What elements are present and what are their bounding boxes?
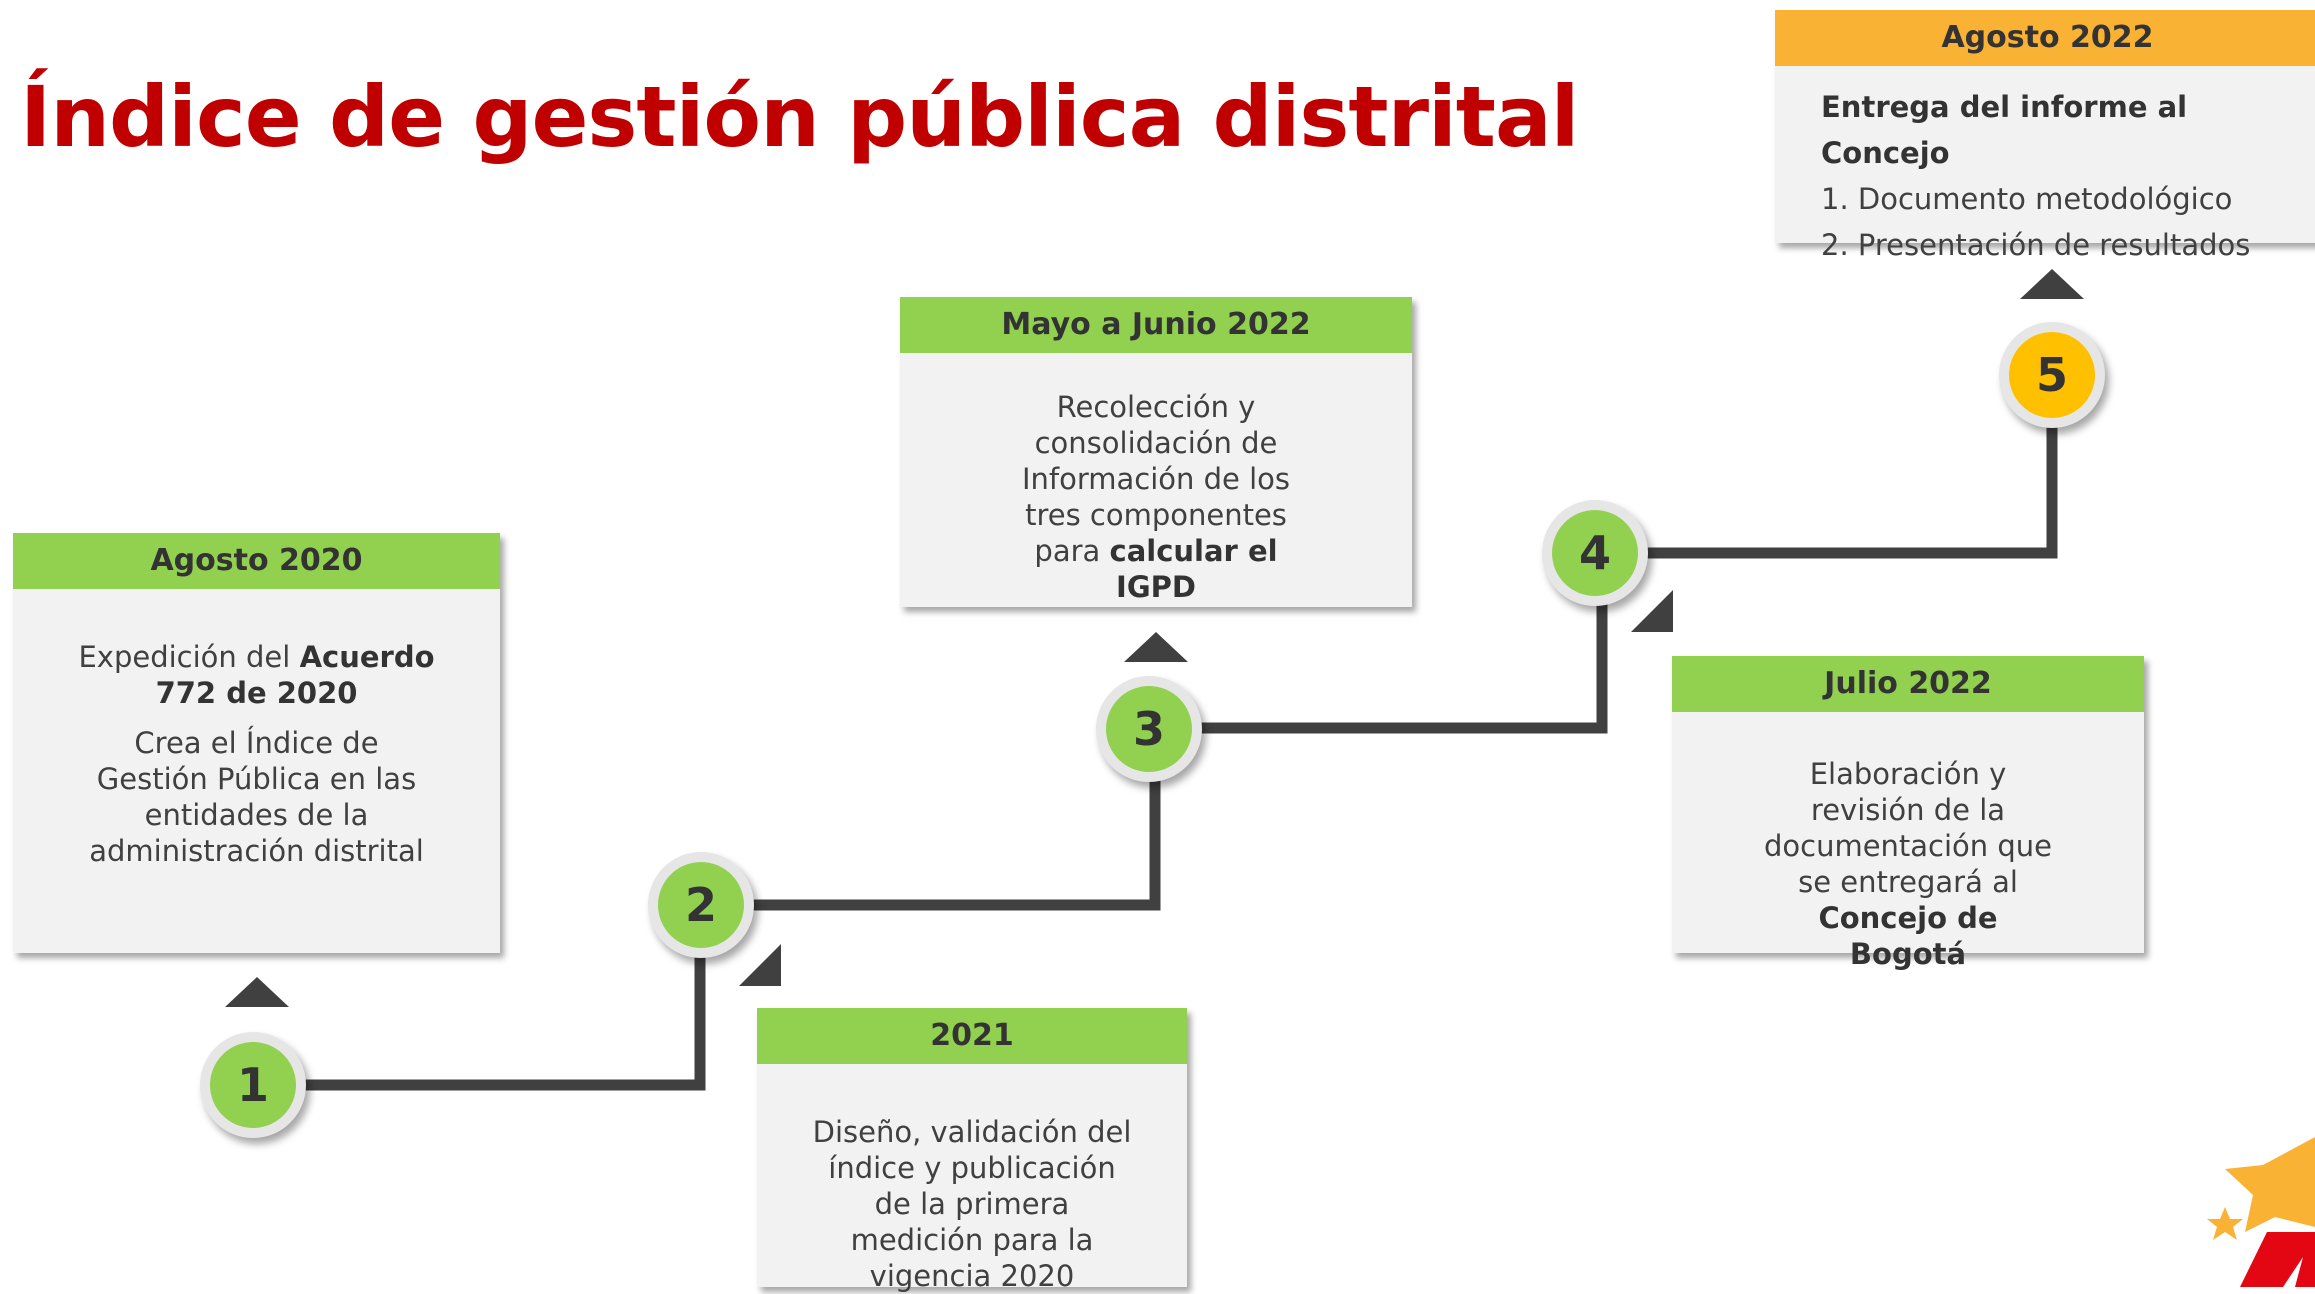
step-circle-5: 5 <box>1999 322 2105 428</box>
logo-star-icon <box>2207 1137 2315 1287</box>
step-number-2: 2 <box>658 862 744 948</box>
milestone-lead-5: Entrega del informe al Concejo <box>1821 90 2188 170</box>
milestone-item-5-1: 1. Documento metodológico <box>1821 182 2233 216</box>
step-circle-3: 3 <box>1096 676 1202 782</box>
step-number-5: 5 <box>2009 332 2095 418</box>
pointer-arrow-1 <box>225 977 289 1007</box>
milestone-date-1: Agosto 2020 <box>13 533 500 589</box>
milestone-date-5: Agosto 2022 <box>1775 10 2315 66</box>
step-number-4: 4 <box>1552 510 1638 596</box>
pointer-arrow-5 <box>2020 269 2084 299</box>
milestone-date-2: 2021 <box>757 1008 1187 1064</box>
milestone-date-4: Julio 2022 <box>1672 656 2144 712</box>
page-title: Índice de gestión pública distrital <box>20 68 1579 166</box>
step-circle-2: 2 <box>648 852 754 958</box>
milestone-card-2: 2021 Diseño, validación del índice y pub… <box>757 1008 1187 1293</box>
milestone-card-1: Agosto 2020 Expedición del Acuerdo 772 d… <box>13 533 500 953</box>
milestone-text-4: Elaboración y revisión de la documentaci… <box>1763 757 2053 971</box>
milestone-text-3: Recolección y consolidación de Informaci… <box>1021 390 1291 604</box>
milestone-item-5-2: 2. Presentación de resultados <box>1821 228 2251 262</box>
milestone-text-1: Expedición del Acuerdo 772 de 2020 <box>78 640 435 710</box>
pointer-arrow-3 <box>1124 632 1188 662</box>
step-number-1: 1 <box>210 1042 296 1128</box>
milestone-card-3: Mayo a Junio 2022 Recolección y consolid… <box>900 297 1412 607</box>
milestone-date-3: Mayo a Junio 2022 <box>900 297 1412 353</box>
pointer-arrow-2 <box>739 944 781 986</box>
milestone-card-5: Agosto 2022 Entrega del informe al Conce… <box>1775 10 2315 262</box>
step-number-3: 3 <box>1106 686 1192 772</box>
milestone-text-2: Diseño, validación del índice y publicac… <box>812 1115 1132 1293</box>
step-circle-1: 1 <box>200 1032 306 1138</box>
pointer-arrow-4 <box>1631 590 1673 632</box>
step-circle-4: 4 <box>1542 500 1648 606</box>
milestone-detail-1: Crea el Índice de Gestión Pública en las… <box>89 726 424 868</box>
milestone-card-4: Julio 2022 Elaboración y revisión de la … <box>1672 656 2144 971</box>
